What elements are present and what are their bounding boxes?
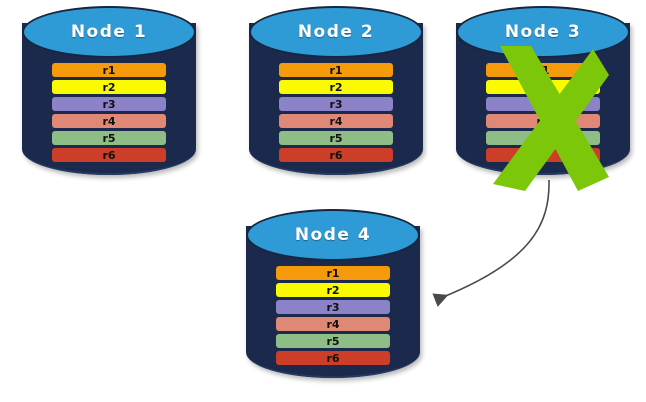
- node-2-row-r1[interactable]: r1: [279, 63, 393, 77]
- node-3-row-list: r1 r2 r3 r4 r5 r6: [486, 63, 600, 165]
- node-4-row-r6[interactable]: r6: [276, 351, 390, 365]
- node-1-row-r3-label: r3: [102, 97, 116, 111]
- node-3-row-r4-label: r4: [536, 114, 550, 128]
- node-3-row-r1-label: r1: [536, 63, 550, 77]
- node-1-row-r5[interactable]: r5: [52, 131, 166, 145]
- node-2-row-r4-label: r4: [329, 114, 343, 128]
- node-2-row-r1-label: r1: [329, 63, 343, 77]
- node-2-row-list: r1 r2 r3 r4 r5 r6: [279, 63, 393, 165]
- node-3-row-r5-label: r5: [536, 131, 550, 145]
- node-4-row-r5-label: r5: [326, 334, 340, 348]
- node-1-row-r1[interactable]: r1: [52, 63, 166, 77]
- node-2-row-r6-label: r6: [329, 148, 343, 162]
- node-1-label: Node 1: [70, 22, 148, 42]
- node-4-row-r3[interactable]: r3: [276, 300, 390, 314]
- node-4-cylinder-top: Node 4: [246, 209, 420, 261]
- node-4-row-r1[interactable]: r1: [276, 266, 390, 280]
- node-1-row-r4-label: r4: [102, 114, 116, 128]
- node-3-label: Node 3: [504, 22, 582, 42]
- node-4-row-r4[interactable]: r4: [276, 317, 390, 331]
- node-2-row-r3-label: r3: [329, 97, 343, 111]
- node-3-row-r6-label: r6: [536, 148, 550, 162]
- node-3-row-r2[interactable]: r2: [486, 80, 600, 94]
- node-1-row-r6-label: r6: [102, 148, 116, 162]
- node-3-row-r4[interactable]: r4: [486, 114, 600, 128]
- node-4-row-r5[interactable]: r5: [276, 334, 390, 348]
- node-1-row-list: r1 r2 r3 r4 r5 r6: [52, 63, 166, 165]
- node-2-row-r5[interactable]: r5: [279, 131, 393, 145]
- node-2-row-r4[interactable]: r4: [279, 114, 393, 128]
- node-1-cylinder-top: Node 1: [22, 6, 196, 58]
- node-2-row-r5-label: r5: [329, 131, 343, 145]
- node-1-row-r3[interactable]: r3: [52, 97, 166, 111]
- node-4-row-r2-label: r2: [326, 283, 340, 297]
- node-2-cylinder-top: Node 2: [249, 6, 423, 58]
- node-2-row-r2-label: r2: [329, 80, 343, 94]
- node-4-row-r3-label: r3: [326, 300, 340, 314]
- node-1-row-r6[interactable]: r6: [52, 148, 166, 162]
- node-4[interactable]: Node 4 r1 r2 r3 r4 r5 r6: [246, 209, 420, 394]
- node-1-row-r2[interactable]: r2: [52, 80, 166, 94]
- node-1[interactable]: Node 1 r1 r2 r3 r4 r5 r6: [22, 6, 196, 191]
- node-3-row-r5[interactable]: r5: [486, 131, 600, 145]
- node-2-row-r3[interactable]: r3: [279, 97, 393, 111]
- node-4-row-r6-label: r6: [326, 351, 340, 365]
- node-1-row-r2-label: r2: [102, 80, 116, 94]
- node-3-cylinder-top: Node 3: [456, 6, 630, 58]
- node-4-label: Node 4: [294, 225, 372, 245]
- node-2[interactable]: Node 2 r1 r2 r3 r4 r5 r6: [249, 6, 423, 191]
- node-3-row-r2-label: r2: [536, 80, 550, 94]
- node-3-row-r3[interactable]: r3: [486, 97, 600, 111]
- node-3[interactable]: Node 3 r1 r2 r3 r4 r5 r6: [456, 6, 630, 191]
- curved-arrow-icon: [432, 180, 550, 307]
- node-1-row-r1-label: r1: [102, 63, 116, 77]
- migration-arrow: [432, 180, 550, 307]
- node-1-row-r4[interactable]: r4: [52, 114, 166, 128]
- node-3-row-r1[interactable]: r1: [486, 63, 600, 77]
- node-3-row-r3-label: r3: [536, 97, 550, 111]
- node-4-row-r4-label: r4: [326, 317, 340, 331]
- node-3-row-r6[interactable]: r6: [486, 148, 600, 162]
- node-4-row-list: r1 r2 r3 r4 r5 r6: [276, 266, 390, 368]
- node-4-row-r1-label: r1: [326, 266, 340, 280]
- node-2-row-r2[interactable]: r2: [279, 80, 393, 94]
- node-4-row-r2[interactable]: r2: [276, 283, 390, 297]
- node-2-row-r6[interactable]: r6: [279, 148, 393, 162]
- node-2-label: Node 2: [297, 22, 375, 42]
- node-1-row-r5-label: r5: [102, 131, 116, 145]
